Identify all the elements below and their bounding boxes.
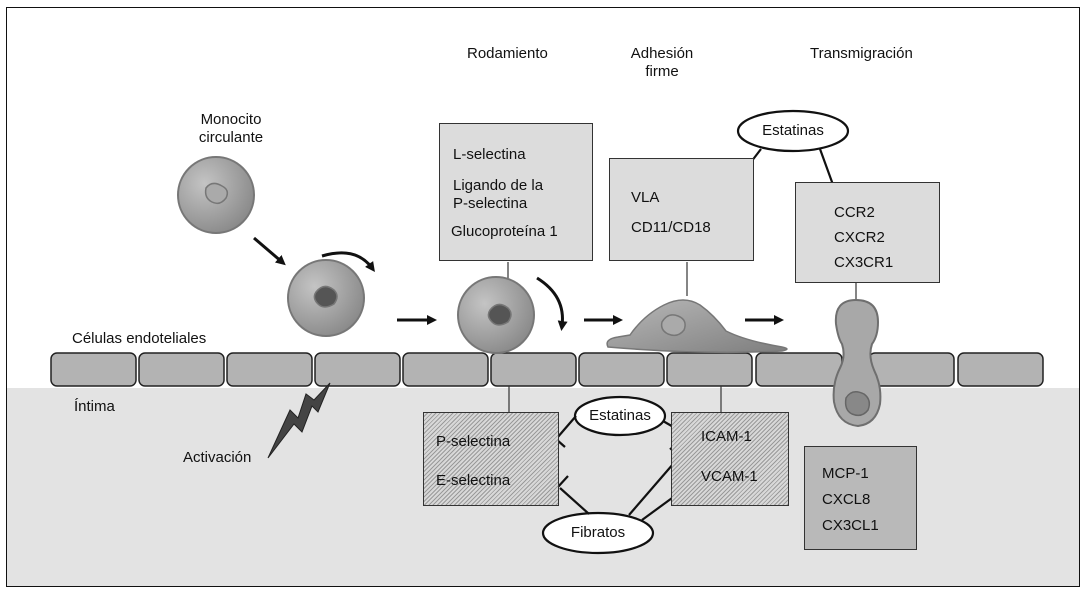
statins-top-label: Estatinas: [762, 122, 824, 139]
molecule-label: P-selectina: [453, 195, 528, 212]
rotation-arrow-icon: [536, 276, 568, 331]
label-rolling: Rodamiento: [467, 45, 548, 62]
label-firm-adhesion: Adhesión firme: [622, 45, 702, 81]
molecule-label: Ligando de la: [453, 177, 544, 194]
rotation-arrow-icon: [321, 251, 375, 273]
label-line: firme: [645, 63, 679, 80]
cams-box: ICAM-1 VCAM-1: [671, 412, 789, 506]
endothelial-cell: [868, 352, 955, 387]
nucleus-icon: [660, 314, 686, 337]
adhesion-molecules-box: VLA CD11/CD18: [609, 158, 754, 261]
endothelial-cell: [314, 352, 401, 387]
endothelial-cell: [755, 352, 843, 387]
molecule-label: VCAM-1: [701, 468, 758, 485]
arrow-icon: [253, 236, 286, 266]
label-transmigration: Transmigración: [810, 45, 913, 62]
transmigration-molecules-box: CCR2 CXCR2 CX3CR1: [795, 182, 940, 283]
endothelial-cell: [490, 352, 577, 387]
label-endothelial-cells: Células endoteliales: [72, 330, 207, 347]
lightning-activation-icon: [267, 382, 331, 459]
endothelial-cell: [138, 352, 225, 387]
endothelial-cell: [226, 352, 313, 387]
molecule-label: E-selectina: [436, 472, 511, 489]
molecule-label: Glucoproteína 1: [451, 223, 558, 240]
molecule-label: VLA: [631, 189, 660, 206]
nucleus-icon: [204, 182, 229, 205]
statins-bottom-label: Estatinas: [589, 407, 651, 424]
rolling-molecules-box: L-selectina Ligando de la P-selectina Gl…: [439, 123, 593, 261]
endothelial-cell: [402, 352, 489, 387]
molecule-label: ICAM-1: [701, 428, 752, 445]
endothelial-cell: [578, 352, 665, 387]
molecule-label: CD11/CD18: [631, 219, 711, 236]
statins-top-ellipse: [736, 109, 850, 153]
endothelial-layer: [50, 352, 1044, 387]
rolling-monocyte: [457, 262, 535, 354]
molecule-label: CX3CR1: [834, 254, 894, 271]
selectins-box: P-selectina E-selectina: [423, 412, 559, 506]
label-intima: Íntima: [74, 398, 115, 415]
molecule-label: L-selectina: [453, 146, 526, 163]
transmigrating-monocyte: [832, 283, 882, 428]
label-line: Monocito: [200, 111, 262, 128]
endothelial-cell: [50, 352, 137, 387]
endothelial-cell: [666, 352, 753, 387]
circulating-monocyte: [177, 156, 255, 234]
nucleus-icon: [487, 303, 512, 326]
molecule-label: CX3CL1: [822, 517, 879, 534]
approaching-monocyte: [287, 259, 365, 337]
inhibition-line: [556, 415, 577, 439]
label-line: circulante: [198, 129, 264, 146]
nucleus-icon: [844, 391, 871, 417]
nucleus-icon: [313, 285, 338, 308]
label-activation: Activación: [183, 449, 252, 466]
label-circulating-monocyte: Monocito circulante: [191, 111, 271, 147]
endothelial-cell: [957, 352, 1044, 387]
molecule-label: CCR2: [834, 204, 875, 221]
inhibition-line: [559, 487, 590, 515]
fibrates-label: Fibratos: [570, 524, 626, 541]
adhered-monocyte: [606, 262, 788, 354]
fibrates-ellipse: [541, 511, 655, 555]
molecule-label: CXCR2: [834, 229, 885, 246]
label-line: Adhesión: [630, 45, 694, 62]
molecule-label: MCP-1: [822, 465, 869, 482]
chemokines-box: MCP-1 CXCL8 CX3CL1: [804, 446, 917, 550]
molecule-label: P-selectina: [436, 433, 511, 450]
molecule-label: CXCL8: [822, 491, 871, 508]
